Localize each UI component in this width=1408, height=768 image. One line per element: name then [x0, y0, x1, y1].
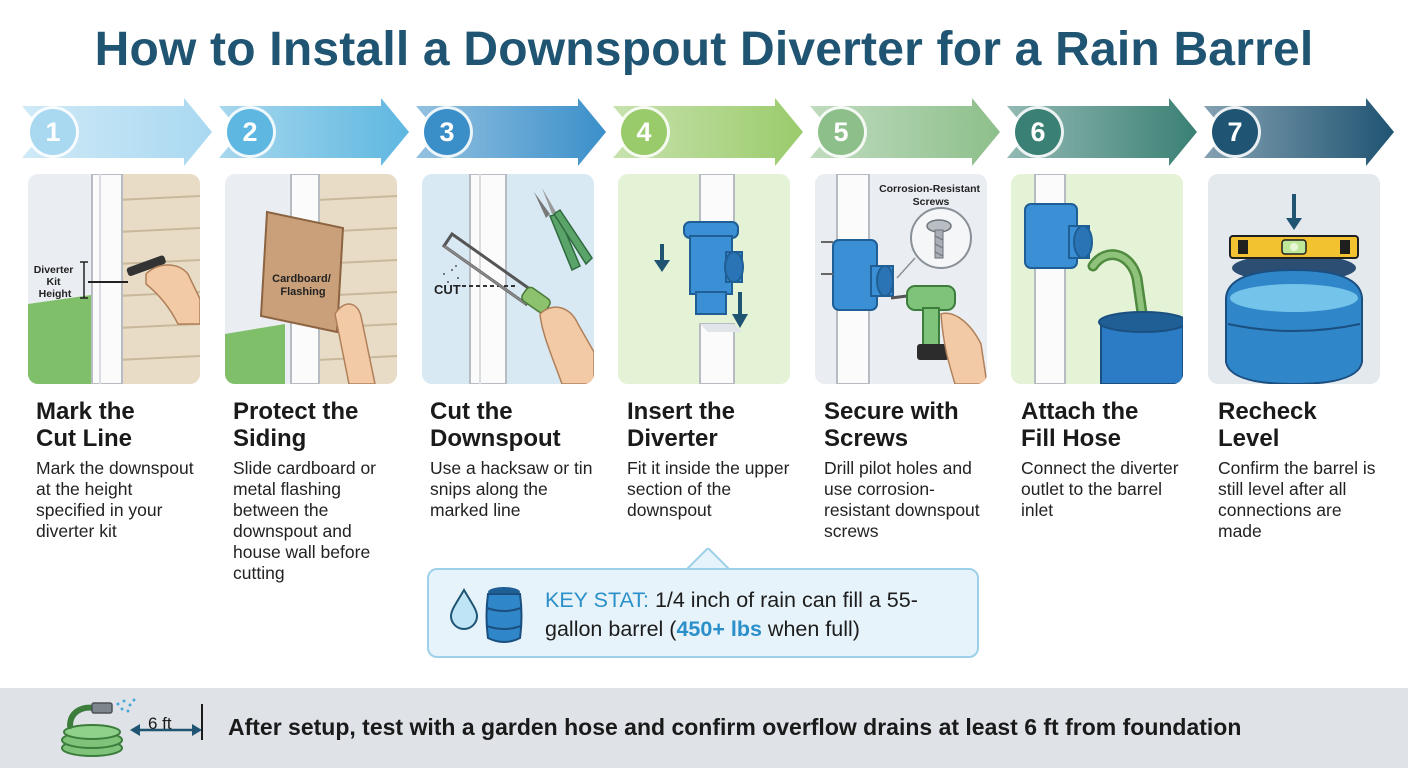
- step-5-illustration: Corrosion-Resistant Screws: [815, 174, 987, 384]
- footer-distance-label: 6 ft: [148, 714, 172, 733]
- spirit-level-icon: [1229, 235, 1359, 259]
- step-2-label: Cardboard/ Flashing: [272, 273, 334, 298]
- step-number-3: 3: [424, 109, 470, 155]
- water-drop-icon: [449, 588, 479, 630]
- step-number-7: 7: [1212, 109, 1258, 155]
- step-number-1: 1: [30, 109, 76, 155]
- step-number-4: 4: [621, 109, 667, 155]
- step-4-illustration: [618, 174, 790, 384]
- key-stat-callout: KEY STAT: 1/4 inch of rain can fill a 55…: [427, 568, 979, 658]
- step-number-5: 5: [818, 109, 864, 155]
- barrel-icon: [485, 587, 523, 643]
- key-stat-emphasis: 450+ lbs: [676, 617, 762, 641]
- down-arrow-icon: [654, 244, 748, 328]
- step-3-label: CUT: [434, 282, 461, 297]
- rain-barrel-icon: [1225, 254, 1363, 384]
- step-2-description: Slide cardboard or metal flashing betwee…: [233, 458, 376, 583]
- step-1-illustration: Diverter Kit Height: [28, 174, 200, 384]
- cardboard-sheet-icon: [259, 210, 345, 334]
- step-7-illustration: [1208, 174, 1380, 384]
- step-arrow-row: [22, 98, 1394, 166]
- double-arrow-icon: [130, 704, 203, 740]
- step-2-illustration: Cardboard/ Flashing: [225, 174, 397, 384]
- down-arrow-icon: [1286, 194, 1302, 230]
- step-6-description: Connect the diverter outlet to the barre…: [1021, 458, 1179, 520]
- step-number-6: 6: [1015, 109, 1061, 155]
- step-5-label: Corrosion-Resistant Screws: [879, 183, 983, 208]
- screw-icon: [896, 207, 972, 279]
- step-3-illustration: CUT: [422, 174, 594, 384]
- rain-barrel-icon: [1098, 311, 1183, 384]
- tin-snips-icon: [534, 188, 593, 272]
- page-title: How to Install a Downspout Diverter for …: [94, 23, 1314, 76]
- footer-banner: 6 ft After setup, test with a garden hos…: [0, 688, 1408, 768]
- key-stat-text: KEY STAT: 1/4 inch of rain can fill a 55…: [545, 588, 918, 641]
- key-stat-label: KEY STAT:: [545, 588, 649, 612]
- step-6-illustration: [1011, 174, 1183, 384]
- hacksaw-icon: [441, 231, 551, 314]
- step-number-2: 2: [227, 109, 273, 155]
- diverter-icon: [683, 221, 744, 315]
- fill-hose-icon: [1087, 249, 1149, 326]
- step-4-description: Fit it inside the upper section of the d…: [627, 458, 790, 520]
- garden-hose-icon: [61, 698, 136, 757]
- footer-text: After setup, test with a garden hose and…: [228, 714, 1242, 740]
- marker-hand-icon: [126, 255, 200, 325]
- diverter-icon: [1024, 203, 1093, 269]
- downspout-icon: [91, 174, 123, 384]
- step-5-description: Drill pilot holes and use corrosion-resi…: [824, 458, 980, 541]
- step-1-label: Diverter Kit Height: [34, 264, 77, 300]
- step-3-description: Use a hacksaw or tin snips along the mar…: [430, 458, 593, 520]
- drill-icon: [890, 285, 987, 384]
- step-7-description: Confirm the barrel is still level after …: [1218, 458, 1376, 541]
- step-1-description: Mark the downspout at the height specifi…: [36, 458, 194, 541]
